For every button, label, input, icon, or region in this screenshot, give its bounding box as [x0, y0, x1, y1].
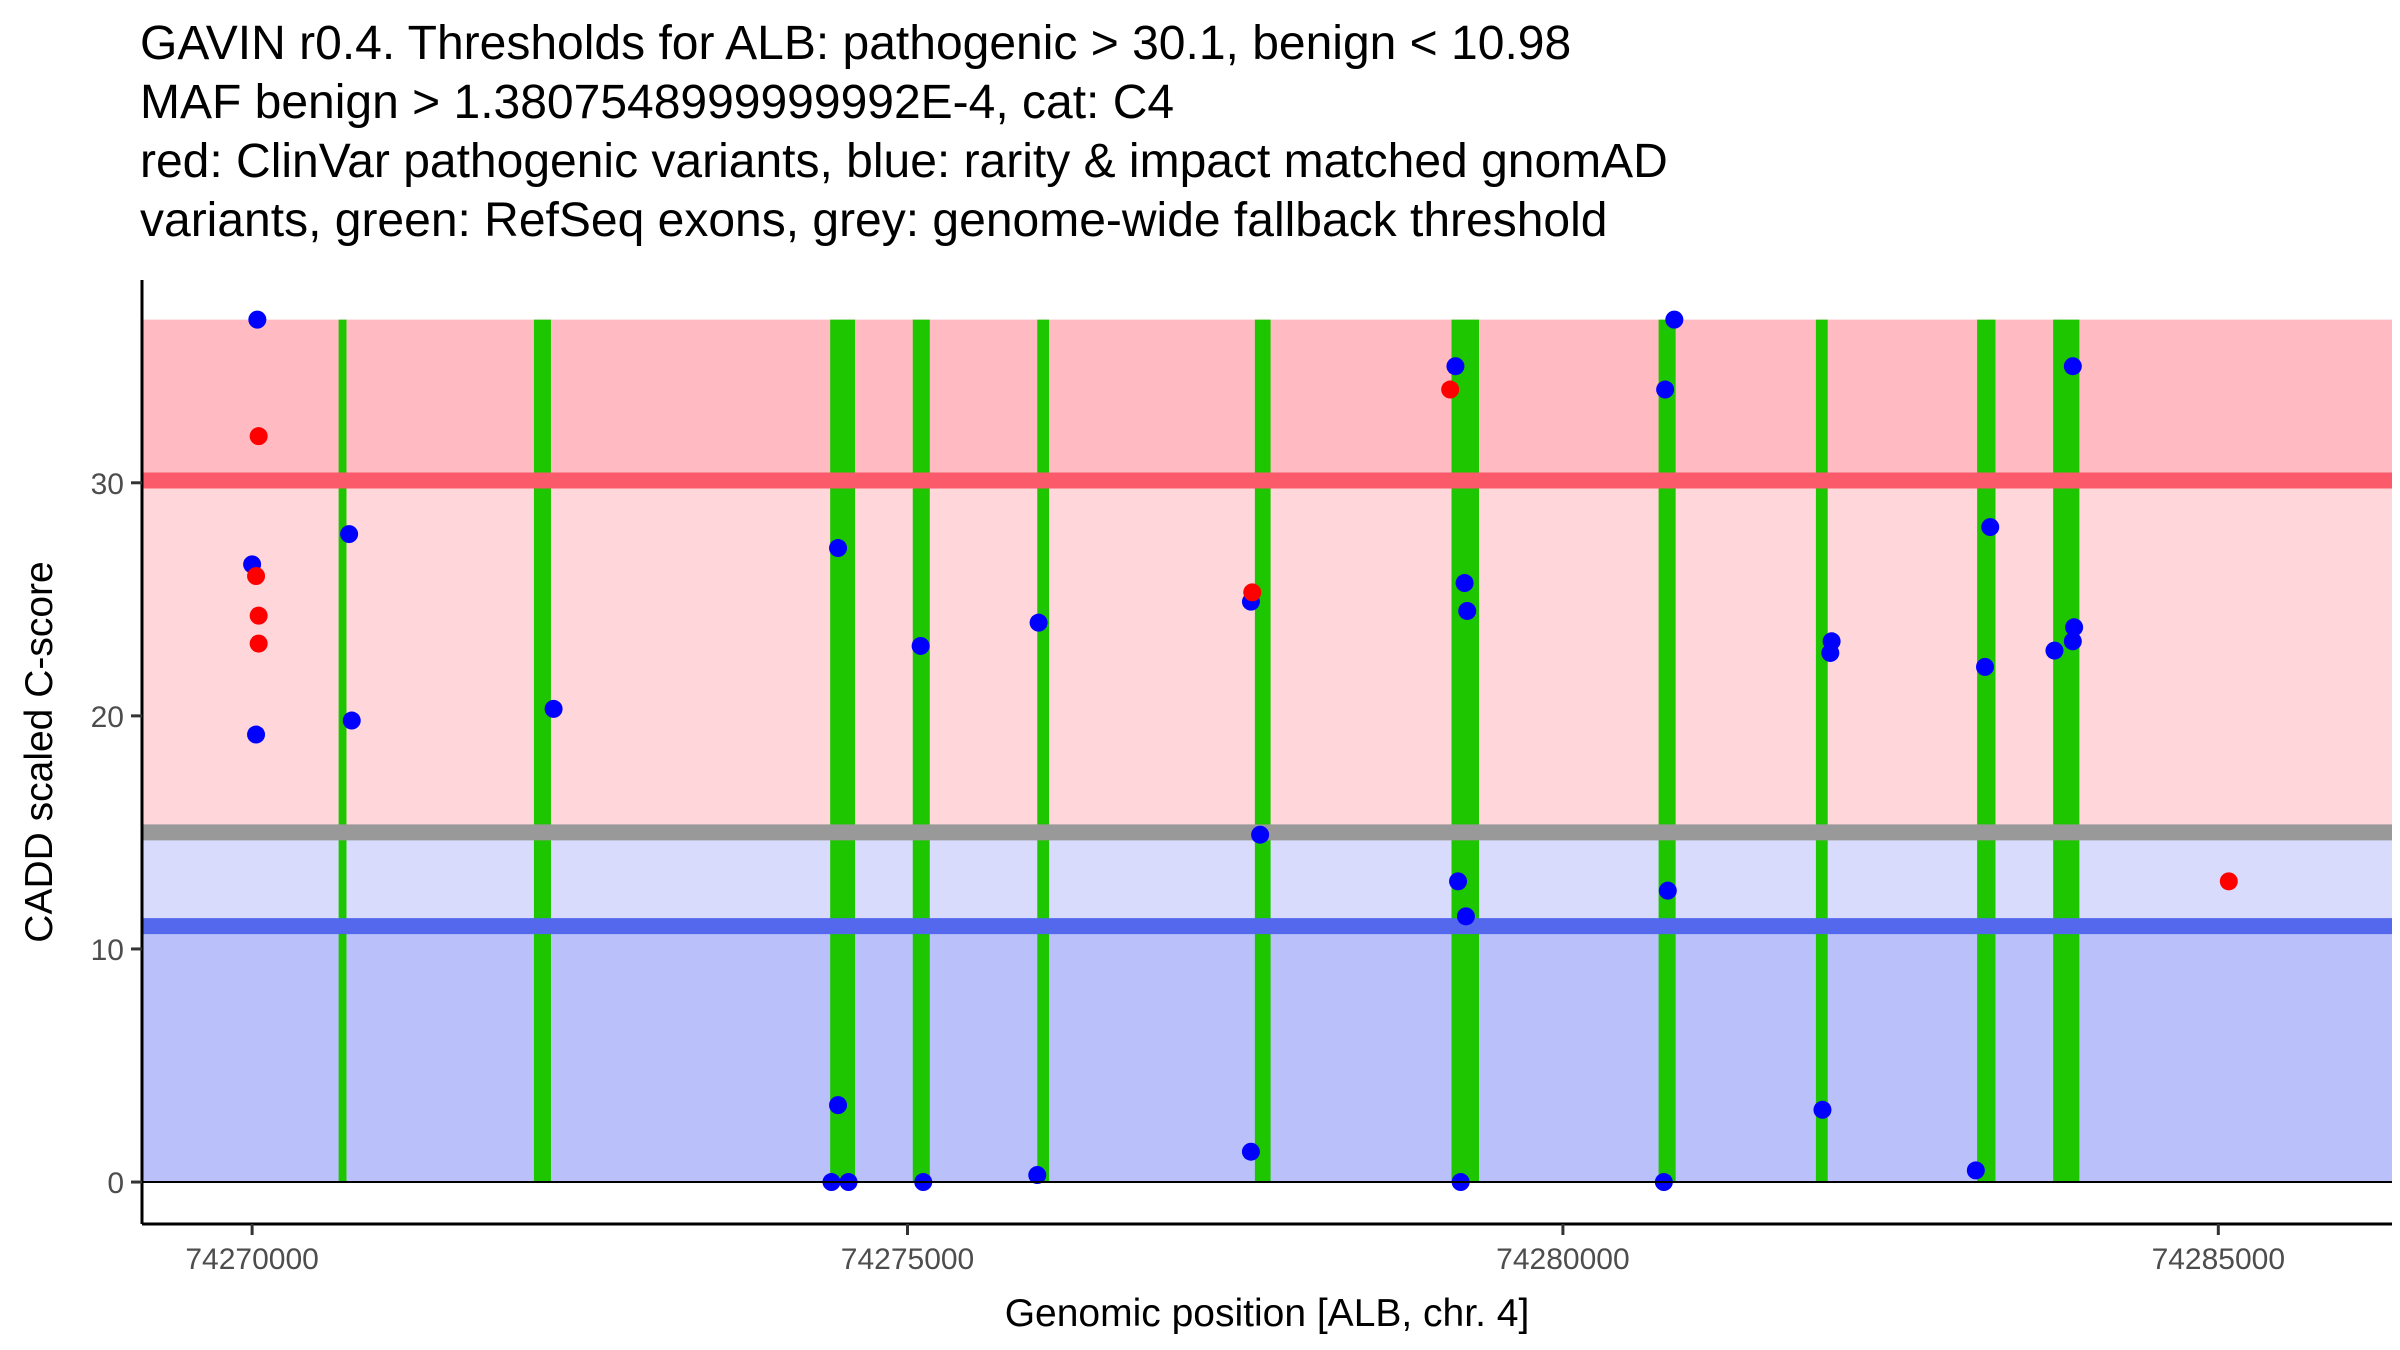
- x-tick-label: 74280000: [1496, 1243, 1629, 1276]
- title-line-2: MAF benign > 1.3807548999999992E-4, cat:…: [140, 76, 1175, 129]
- gnomad-point: [911, 636, 930, 655]
- exon-bar: [1977, 319, 1996, 1183]
- title-line-1: GAVIN r0.4. Thresholds for ALB: pathogen…: [140, 17, 1572, 70]
- clinvar-point: [1243, 583, 1262, 602]
- exon-bar: [1451, 319, 1480, 1183]
- gnomad-point: [2063, 357, 2082, 376]
- title-line-4: variants, green: RefSeq exons, grey: gen…: [140, 194, 1608, 247]
- variant-points: [243, 310, 2238, 1192]
- y-tick-label: 0: [107, 1167, 124, 1200]
- exon-bar: [912, 319, 930, 1183]
- gnomad-point: [1029, 613, 1048, 632]
- clinvar-point: [2219, 872, 2238, 891]
- clinvar-point: [1441, 380, 1460, 399]
- gnomad-point: [1966, 1161, 1985, 1180]
- clinvar-point: [247, 567, 266, 586]
- y-axis-title: CADD scaled C-score: [18, 561, 61, 942]
- gnomad-point: [1028, 1166, 1047, 1185]
- gnomad-point: [1449, 872, 1468, 891]
- gnomad-point: [1458, 601, 1477, 620]
- axes: 74270000 74275000 74280000 74285000 0 10 20 30: [91, 280, 2392, 1276]
- gnomad-point: [1241, 1142, 1260, 1161]
- exon-bar: [2053, 319, 2080, 1183]
- exon-bars: [338, 319, 2080, 1183]
- gnomad-point: [1456, 907, 1475, 926]
- exon-bar: [1815, 319, 1828, 1183]
- y-tick-label: 30: [91, 468, 124, 501]
- gnomad-point: [544, 699, 563, 718]
- x-tick-label: 74275000: [841, 1243, 974, 1276]
- clinvar-point: [249, 606, 268, 625]
- exon-bar: [1658, 319, 1676, 1183]
- gnomad-point: [2065, 618, 2084, 637]
- gnomad-point: [1813, 1100, 1832, 1119]
- clinvar-point: [249, 427, 268, 446]
- gnomad-point: [1658, 881, 1677, 900]
- exon-bar: [830, 319, 856, 1183]
- gnomad-point: [1981, 518, 2000, 537]
- gnomad-point: [1665, 310, 1684, 329]
- x-tick-label: 74270000: [185, 1243, 318, 1276]
- exon-bar: [1254, 319, 1271, 1183]
- chart-title: GAVIN r0.4. Thresholds for ALB: pathogen…: [140, 14, 1668, 250]
- y-tick-label: 10: [91, 934, 124, 967]
- gnomad-point: [2045, 641, 2064, 660]
- clinvar-point: [249, 634, 268, 653]
- gnomad-point: [2063, 632, 2082, 651]
- gnomad-point: [1656, 380, 1675, 399]
- exon-bar: [338, 319, 347, 1183]
- gnomad-point: [1455, 574, 1474, 593]
- title-line-3: red: ClinVar pathogenic variants, blue: …: [140, 135, 1668, 188]
- gnomad-point: [1251, 825, 1270, 844]
- gnomad-point: [340, 525, 359, 544]
- gnomad-point: [829, 539, 848, 558]
- exon-bar: [533, 319, 551, 1183]
- gnomad-point: [1975, 657, 1994, 676]
- gnomad-point: [1446, 357, 1465, 376]
- gnomad-point: [247, 725, 266, 744]
- exon-bar: [1037, 319, 1050, 1183]
- gnomad-point: [829, 1096, 848, 1115]
- x-tick-label: 74285000: [2152, 1243, 2285, 1276]
- gnomad-point: [248, 310, 267, 329]
- x-axis-title: Genomic position [ALB, chr. 4]: [1005, 1292, 1530, 1335]
- gnomad-point: [1821, 643, 1840, 662]
- gnomad-point: [342, 711, 361, 730]
- y-tick-label: 20: [91, 701, 124, 734]
